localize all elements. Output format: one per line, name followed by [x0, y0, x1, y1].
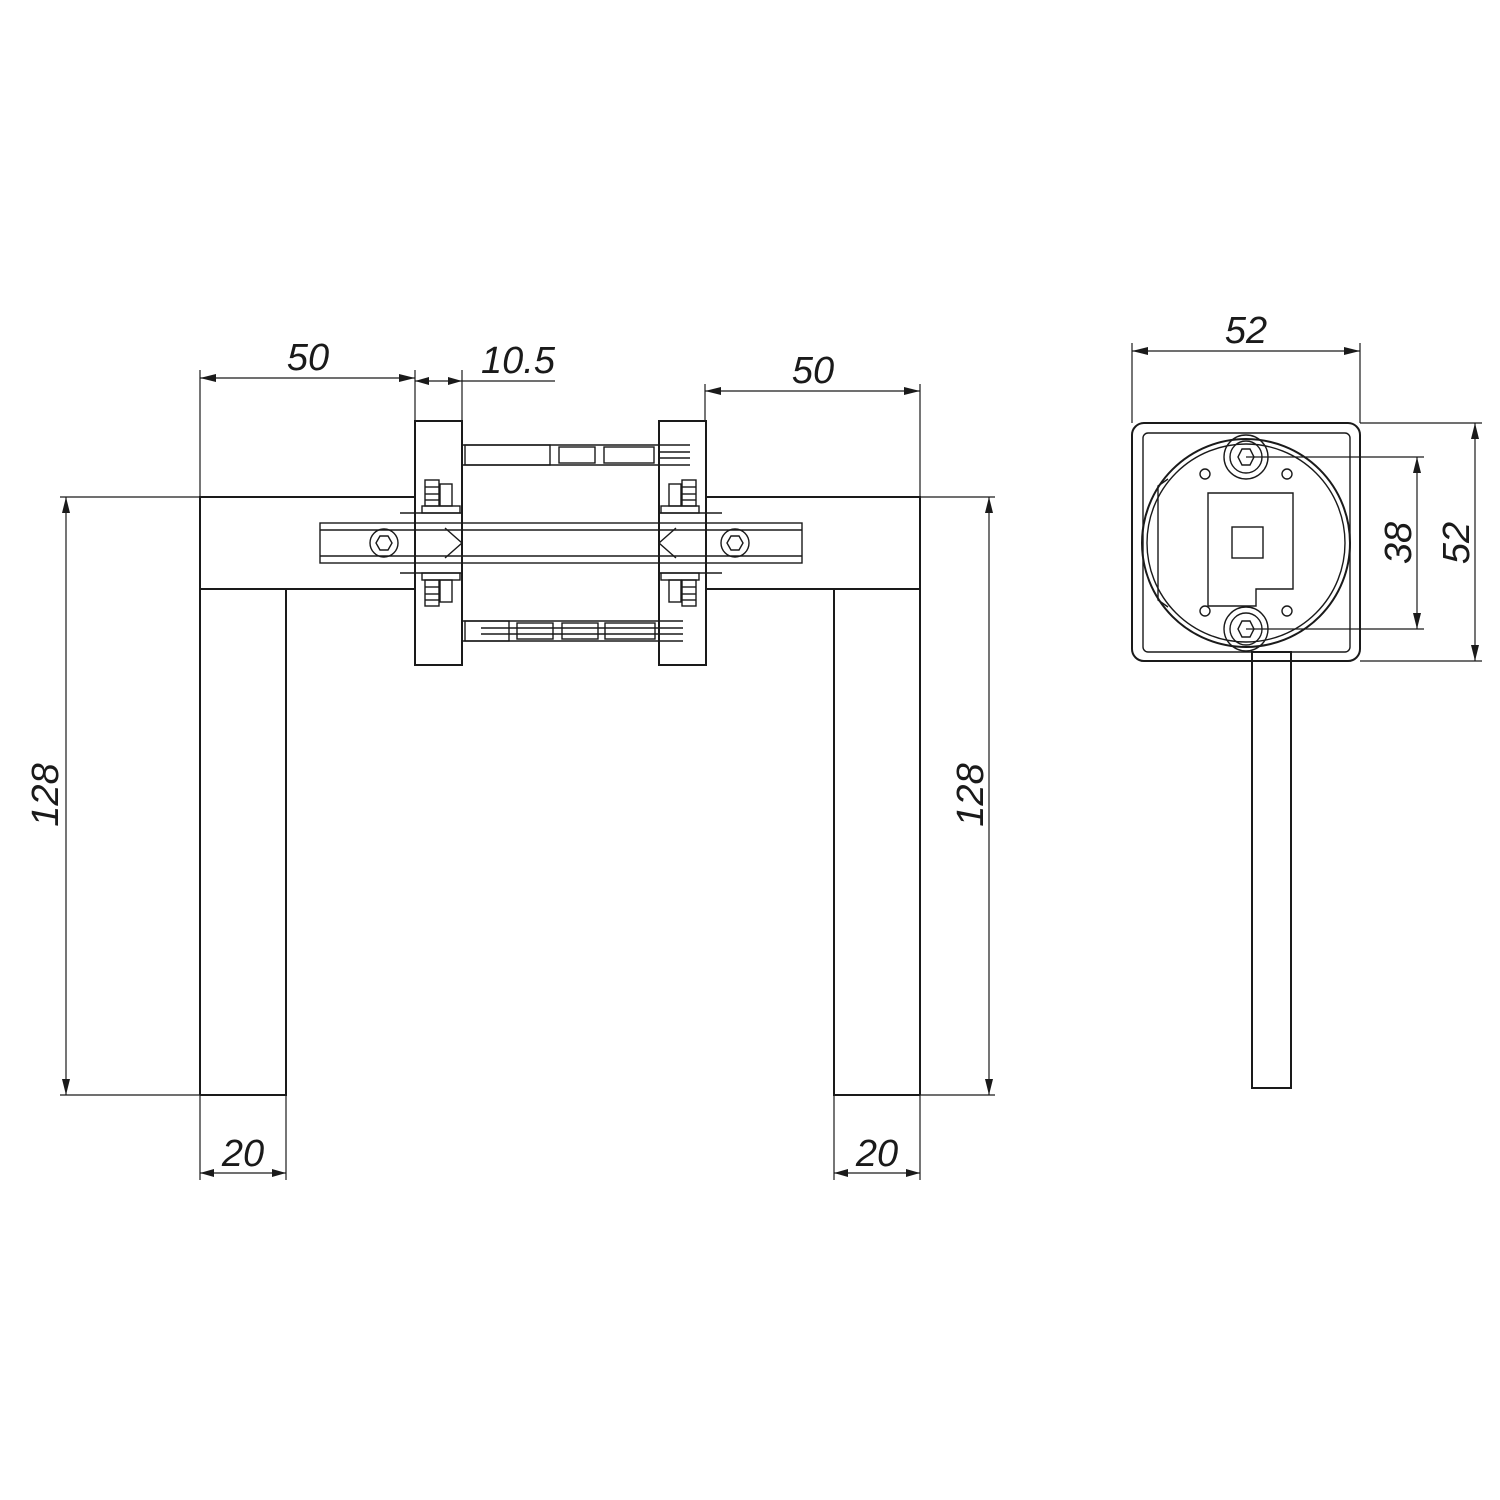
right-rose-fastener-detail: [660, 479, 700, 607]
dim-text-left-bar-width: 20: [221, 1133, 264, 1175]
dimension-left-bar-width: 20: [199, 1095, 287, 1180]
mounting-hole-icon: [1199, 468, 1211, 480]
left-grub-screw-icon: [369, 528, 399, 558]
left-handle-outline: [199, 496, 415, 1096]
right-handle-outline: [705, 496, 921, 1096]
side-handle-bar: [1251, 651, 1292, 1089]
dimension-right-lever-length: 50: [704, 350, 921, 497]
dim-text-screw-spacing: 38: [1378, 522, 1420, 564]
dim-text-rose-thickness: 10.5: [481, 340, 556, 382]
mounting-hole-icon: [1199, 605, 1211, 617]
dim-text-left-handle-height: 128: [25, 763, 67, 826]
upper-through-bolt: [462, 444, 690, 466]
dimension-plate-width: 52: [1131, 310, 1361, 423]
mounting-hole-icon: [1281, 468, 1293, 480]
dimension-screw-spacing: 38: [1246, 456, 1424, 630]
dim-text-right-lever-length: 50: [792, 350, 834, 392]
rose-plate-outer: [1131, 422, 1361, 662]
mounting-hole-icon: [1281, 605, 1293, 617]
spindle-plate: [1207, 492, 1294, 607]
dimension-right-bar-width: 20: [833, 1095, 921, 1180]
dim-text-right-handle-height: 128: [950, 763, 992, 826]
dim-text-plate-width: 52: [1225, 310, 1267, 352]
right-grub-screw-icon: [720, 528, 750, 558]
dim-text-plate-height: 52: [1436, 522, 1478, 564]
dimension-left-lever-length: 50: [199, 337, 416, 497]
rose-base-inner-circle: [1146, 443, 1346, 643]
dimension-plate-height: 52: [1360, 422, 1482, 662]
dimension-rose-thickness: 10.5: [415, 340, 556, 421]
left-rose-plate: [414, 420, 463, 666]
rose-base-circle: [1141, 438, 1351, 648]
front-view: 50 10.5 50 128: [25, 337, 995, 1180]
dim-text-right-bar-width: 20: [855, 1133, 898, 1175]
dimension-right-handle-height: 128: [920, 496, 995, 1096]
dim-text-left-lever-length: 50: [287, 337, 329, 379]
side-view: 52 38 52: [1131, 310, 1482, 1089]
lower-through-bolt: [462, 620, 683, 642]
left-rose-fastener-detail: [421, 479, 461, 607]
spindle-square-hole: [1231, 526, 1264, 559]
dimension-left-handle-height: 128: [25, 496, 200, 1096]
rose-clip: [1157, 478, 1169, 608]
